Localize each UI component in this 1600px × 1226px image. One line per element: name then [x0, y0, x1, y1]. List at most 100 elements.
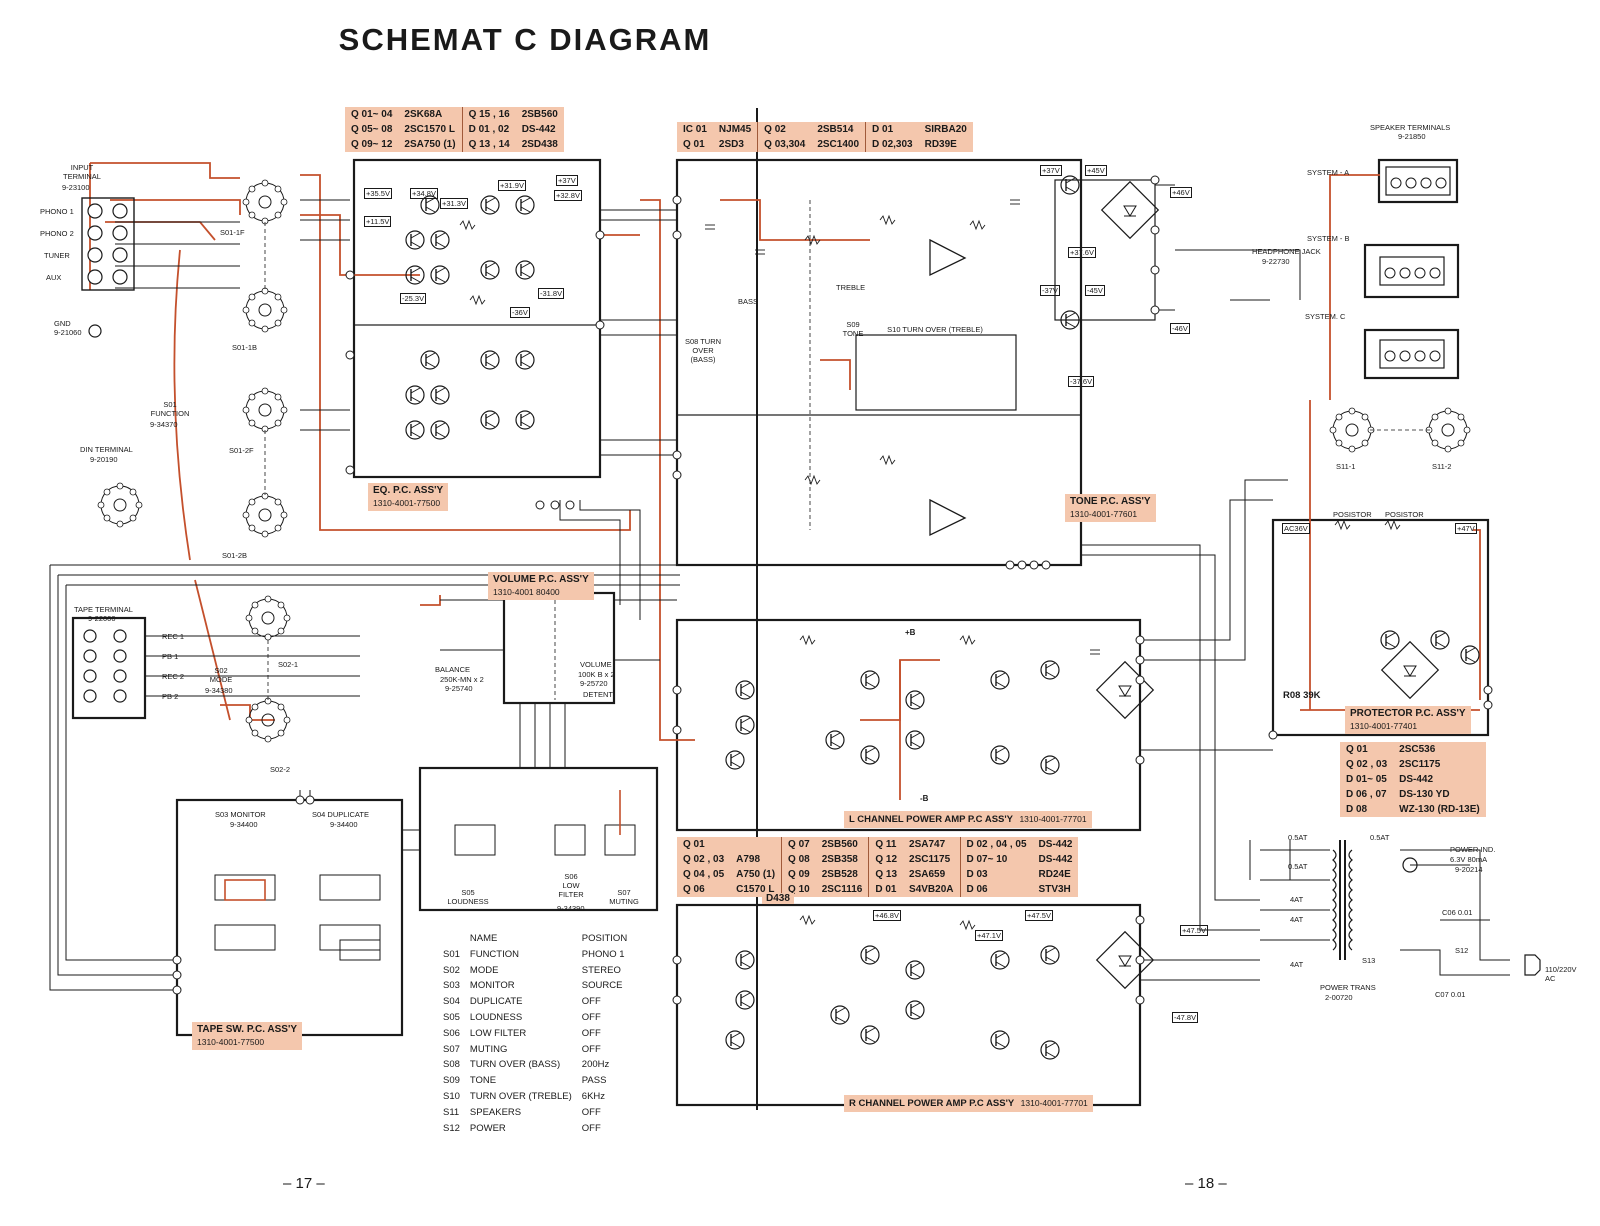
minus-b-label: -B [920, 794, 929, 803]
posistor-label-1: POSISTOR [1333, 510, 1372, 519]
eq-cell: Q 15 , 16 [461, 107, 516, 122]
legend-pos: 6KHz [581, 1090, 606, 1102]
speaker-terminals-part: 9-21850 [1398, 132, 1426, 141]
tone-cell: D 02,303 [865, 137, 919, 152]
volume-label: VOLUME [580, 660, 612, 669]
voltage-label: -37.6V [1068, 376, 1095, 387]
power-cell: 2SB560 [821, 839, 858, 850]
eq-cell: 2SC1570 L [404, 124, 456, 135]
prot-cell: D 01~ 05 [1346, 774, 1387, 785]
voltage-label: +31.9V [498, 180, 526, 191]
legend-header-name: NAME [469, 933, 498, 944]
voltage-label: +46.8V [873, 910, 901, 921]
legend-pos: OFF [581, 1043, 601, 1055]
legend-header-position: POSITION [581, 933, 628, 944]
s11-1-label: S11-1 [1336, 462, 1356, 471]
voltage-label: +34.8V [410, 188, 438, 199]
tape-sw-board-part: 1310-4001-77500 [197, 1037, 265, 1047]
power-cell: 2SB528 [821, 869, 858, 880]
gnd-label: GND [54, 319, 71, 328]
plus-b-label: +B [905, 628, 916, 637]
phono1-label: PHONO 1 [40, 207, 74, 216]
eq-cell: D 01 , 02 [461, 122, 516, 137]
legend-pos: SOURCE [581, 980, 623, 992]
power-cell: Q 01 [683, 839, 705, 850]
treble-label: TREBLE [836, 283, 866, 292]
legend-pos: PHONO 1 [581, 948, 625, 960]
voltage-label: +11.5V [364, 216, 392, 227]
fuse-label: 4AT [1290, 960, 1304, 969]
prot-cell: WZ-130 (RD-13E) [1399, 804, 1480, 815]
legend-name: MUTING [469, 1043, 508, 1055]
r-power-board-label: R CHANNEL POWER AMP P.C ASS'Y 1310-4001-… [844, 1095, 1093, 1112]
pb2-label: PB 2 [162, 692, 179, 701]
power-cell: D 02 , 04 , 05 [959, 837, 1033, 852]
legend-row: S08 TURN OVER (BASS) 200Hz [439, 1058, 631, 1072]
legend-pos: 200Hz [581, 1059, 610, 1071]
phono2-label: PHONO 2 [40, 229, 74, 238]
s01-1b-label: S01-1B [232, 343, 258, 352]
s01-2b-label: S01-2B [222, 551, 248, 560]
tone-cell: Q 02 [757, 122, 812, 137]
legend-name: TONE [469, 1075, 497, 1087]
volume-board-name: VOLUME P.C. ASS'Y [493, 574, 589, 585]
table-row: Q 04 , 05 A750 (1) Q 09 2SB528 Q 13 2SA6… [677, 867, 1078, 882]
protector-board-name: PROTECTOR P.C. ASS'Y [1350, 708, 1466, 719]
power-cell: 2SC1175 [909, 854, 951, 865]
legend-pos: OFF [581, 1011, 601, 1023]
rec1-label: REC 1 [162, 632, 185, 641]
pb1-label: PB 1 [162, 652, 179, 661]
tuner-label: TUNER [44, 251, 70, 260]
table-row: Q 09~ 12 2SA750 (1) Q 13 , 14 2SD438 [345, 137, 564, 152]
legend-id: S12 [443, 1122, 460, 1134]
s04-label: S04 DUPLICATE [312, 810, 369, 819]
power-cell: S4VB20A [909, 884, 954, 895]
voltage-label: -36V [510, 307, 530, 318]
s12-label: S12 [1455, 946, 1469, 955]
s13-label: S13 [1362, 956, 1376, 965]
legend-header: NAME POSITION [439, 932, 631, 946]
eq-board-name: EQ. P.C. ASS'Y [373, 485, 444, 496]
page-title: SCHEMAT C DIAGRAM [338, 22, 712, 57]
table-row: Q 01 Q 07 2SB560 Q 11 2SA747 D 02 , 04 ,… [677, 837, 1078, 852]
legend-id: S03 [443, 980, 460, 992]
s05-label: S05 LOUDNESS [447, 888, 489, 906]
power-cell: 2SA747 [909, 839, 946, 850]
s01-2f-label: S01-2F [229, 446, 254, 455]
power-cell: C1570 L [736, 884, 775, 895]
protector-board-label: PROTECTOR P.C. ASS'Y 1310-4001-77401 [1345, 706, 1471, 734]
s03-part: 9-34400 [230, 820, 258, 829]
power-cell: Q 06 [683, 884, 705, 895]
legend-id: S01 [443, 948, 460, 960]
bass-label: BASS [738, 297, 759, 306]
power-cell: D 03 [959, 867, 1033, 882]
power-ind-value: 6.3V 80mA [1450, 855, 1488, 864]
tape-terminal-part: 9-22000 [88, 614, 116, 623]
legend-id: S08 [443, 1059, 460, 1071]
legend-name: MONITOR [469, 980, 515, 992]
balance-value: 250K-MN x 2 [440, 675, 484, 684]
eq-cell: 2SA750 (1) [404, 139, 456, 150]
s03-label: S03 MONITOR [215, 810, 266, 819]
gnd-part: 9-21060 [54, 328, 82, 337]
legend-id: S07 [443, 1043, 460, 1055]
eq-cell: 2SK68A [404, 109, 443, 120]
legend-name: TURN OVER (BASS) [469, 1059, 561, 1071]
prot-cell: 2SC1175 [1399, 759, 1441, 770]
power-cell: DS-442 [1038, 854, 1073, 865]
power-cell: Q 11 [868, 837, 904, 852]
tone-cell: Q 03,304 [757, 137, 812, 152]
s06-part: 9-34390 [557, 904, 585, 913]
eq-board-label: EQ. P.C. ASS'Y 1310-4001-77500 [368, 483, 449, 511]
tone-component-table: IC 01 NJM45 Q 02 2SB514 D 01 SIRBA20 Q 0… [677, 122, 973, 152]
tape-sw-board-name: TAPE SW. P.C. ASS'Y [197, 1024, 297, 1035]
eq-cell: 2SD438 [521, 139, 558, 150]
eq-cell: Q 13 , 14 [461, 137, 516, 152]
legend-id: S09 [443, 1075, 460, 1087]
